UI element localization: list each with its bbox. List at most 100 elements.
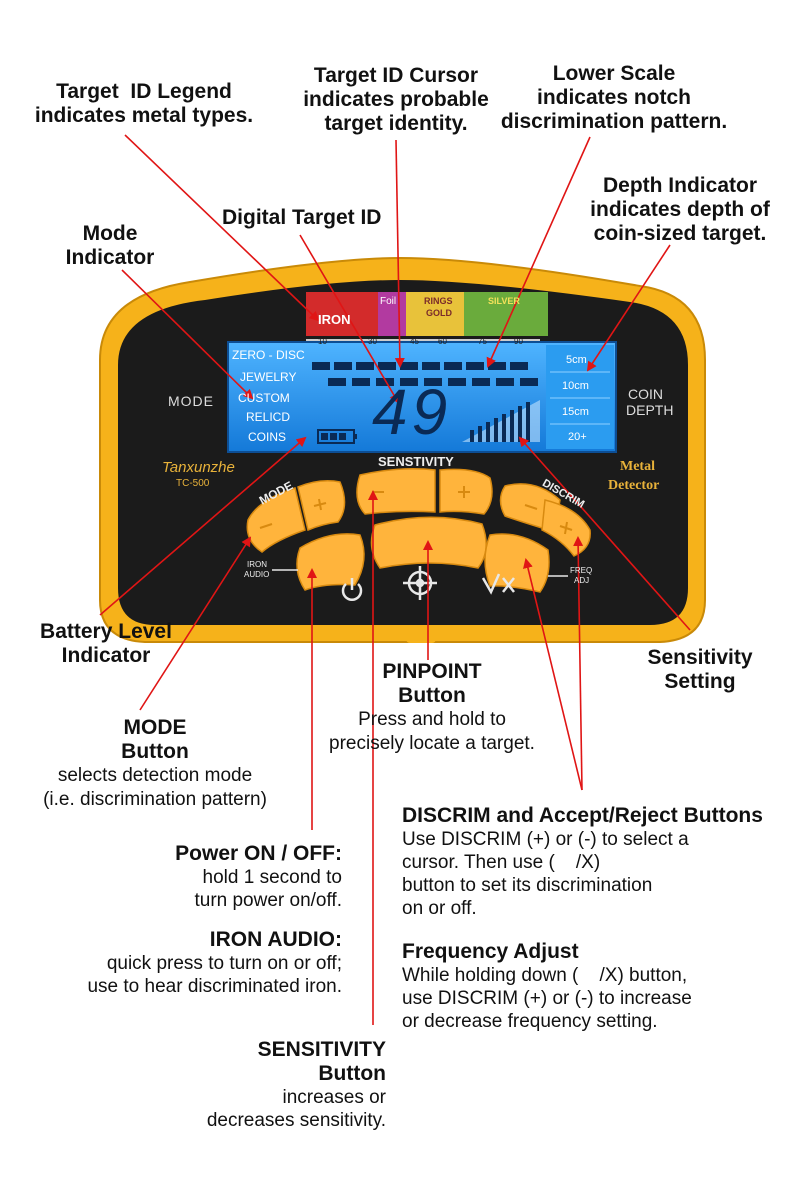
mode-plus-button bbox=[297, 480, 346, 532]
pinpoint-line2: Button bbox=[398, 684, 466, 707]
target-id-cursor-line2: indicates probable bbox=[303, 88, 489, 111]
target-id-cursor-segments bbox=[312, 362, 538, 386]
legend-gold-zone bbox=[406, 292, 464, 336]
legend-foil-zone bbox=[378, 292, 406, 336]
discrim-line4: button to set its discrimination bbox=[402, 875, 653, 896]
battery-level-line1: Battery Level bbox=[40, 620, 172, 643]
depth-10cm: 10cm bbox=[562, 380, 589, 392]
discrim-title: DISCRIM and Accept/Reject Buttons bbox=[402, 804, 763, 827]
mode-indicator-line2: Indicator bbox=[65, 246, 155, 269]
mode-button-line3: selects detection mode bbox=[57, 765, 253, 786]
lcd-mode-item: CUSTOM bbox=[238, 391, 290, 405]
discrim-line5: on or off. bbox=[402, 898, 477, 919]
coin-label: COIN bbox=[628, 386, 663, 402]
pinpoint-line1: PINPOINT bbox=[382, 660, 482, 683]
product-label-1: Metal bbox=[620, 459, 655, 474]
sensitivity-button-line2: Button bbox=[318, 1062, 386, 1085]
battery-level-line2: Indicator bbox=[61, 644, 151, 667]
freq-label-1: FREQ bbox=[570, 566, 593, 575]
scale-tick: 90 bbox=[514, 337, 523, 346]
iron-audio-line3: use to hear discriminated iron. bbox=[87, 976, 342, 997]
power-line3: turn power on/off. bbox=[194, 890, 342, 911]
depth-15cm: 15cm bbox=[562, 406, 589, 418]
frequency-line2: While holding down ( /X) button, bbox=[402, 965, 688, 986]
arrow-sensitivity-setting bbox=[518, 436, 691, 631]
lower-scale-line2: indicates notch bbox=[536, 86, 692, 109]
frequency-title: Frequency Adjust bbox=[402, 940, 579, 963]
arrow-depth-indicator bbox=[586, 244, 671, 372]
arrow-target-id-legend bbox=[124, 134, 320, 322]
iron-audio-line2: quick press to turn on or off; bbox=[106, 953, 342, 974]
pinpoint-icon bbox=[403, 566, 437, 600]
legend-silver-label: SILVER bbox=[488, 296, 520, 306]
brand-label: Tanxunzhe bbox=[162, 459, 235, 476]
sensitivity-setting-line1: Sensitivity bbox=[647, 646, 753, 669]
power-line2: hold 1 second to bbox=[202, 867, 342, 888]
lcd-mode-item: RELICD bbox=[246, 410, 291, 424]
target-id-legend-title: Target ID Legend bbox=[56, 80, 232, 103]
depth-20plus: 20+ bbox=[568, 431, 587, 443]
target-id-cursor-title: Target ID Cursor bbox=[313, 64, 479, 87]
power-title: Power ON / OFF: bbox=[175, 842, 342, 865]
model-label: TC-500 bbox=[176, 478, 210, 489]
target-id-legend-body: indicates metal types. bbox=[34, 104, 254, 127]
callout-arrows bbox=[99, 134, 691, 1025]
arrow-mode-indicator bbox=[121, 269, 254, 400]
sensitivity-button-line4: decreases sensitivity. bbox=[206, 1110, 386, 1131]
mode-button-line4: (i.e. discrimination pattern) bbox=[43, 789, 267, 810]
battery-icon bbox=[317, 429, 357, 444]
legend-iron-label: IRON bbox=[318, 312, 351, 327]
sensitivity-setting-line2: Setting bbox=[664, 670, 736, 693]
scale-tick: 10 bbox=[318, 337, 327, 346]
arrow-battery-level bbox=[99, 436, 307, 616]
depth-indicator-line2: indicates depth of bbox=[590, 198, 770, 221]
mode-button-line2: Button bbox=[121, 740, 189, 763]
scale-tick: 45 bbox=[410, 337, 419, 346]
mode-panel-label: MODE bbox=[168, 393, 214, 409]
legend-foil-label: Foil bbox=[380, 296, 397, 307]
depth-5cm: 5cm bbox=[566, 354, 587, 366]
depth-label: DEPTH bbox=[626, 402, 674, 418]
sensitivity-button-line3: increases or bbox=[282, 1087, 387, 1108]
lcd-mode-item: JEWELRY bbox=[240, 370, 297, 384]
lcd-digital-id: 49 bbox=[372, 376, 452, 448]
arrow-mode-button bbox=[139, 536, 252, 711]
arrow-discrim-2 bbox=[573, 536, 584, 791]
sensitivity-button-line1: SENSITIVITY bbox=[257, 1038, 386, 1061]
lower-scale-title: Lower Scale bbox=[552, 62, 676, 85]
button-glyphs bbox=[259, 486, 573, 535]
mode-indicator-line1: Mode bbox=[82, 222, 138, 245]
pinpoint-button bbox=[370, 516, 487, 569]
legend-gold-label: GOLD bbox=[426, 308, 452, 318]
iron-audio-title: IRON AUDIO: bbox=[209, 928, 342, 951]
frequency-line4: or decrease frequency setting. bbox=[402, 1011, 658, 1032]
depth-scale-panel bbox=[546, 345, 614, 449]
discrim-line2: Use DISCRIM (+) or (-) to select a bbox=[402, 829, 689, 850]
product-label-2: Detector bbox=[608, 478, 660, 493]
legend-rings-label: RINGS bbox=[424, 296, 453, 306]
depth-indicator-line3: coin-sized target. bbox=[593, 222, 767, 245]
frequency-line3: use DISCRIM (+) or (-) to increase bbox=[402, 988, 692, 1009]
iron-audio-label-2: AUDIO bbox=[244, 570, 270, 579]
scale-tick: 60 bbox=[438, 337, 447, 346]
scale-tick: 30 bbox=[368, 337, 377, 346]
sensitivity-minus-button bbox=[356, 468, 436, 515]
sensitivity-panel-label: SENSTIVITY bbox=[378, 454, 454, 469]
sensitivity-bars bbox=[470, 402, 530, 442]
arrow-target-id-cursor bbox=[394, 139, 405, 368]
speaker-x-icon bbox=[481, 573, 515, 595]
power-icon bbox=[341, 578, 363, 601]
discrim-line3: cursor. Then use ( /X) bbox=[402, 852, 601, 873]
pinpoint-line3: Press and hold to bbox=[358, 709, 506, 730]
lower-scale-line3: discrimination pattern. bbox=[500, 110, 728, 133]
arrow-discrim-1 bbox=[523, 558, 583, 791]
device-stem bbox=[406, 625, 436, 643]
legend-silver-zone bbox=[464, 292, 548, 336]
legend-scale-ticks: 10 30 45 60 75 90 bbox=[318, 337, 538, 347]
arrow-lower-scale bbox=[486, 136, 591, 368]
lcd-mode-item: COINS bbox=[248, 430, 287, 444]
accept-reject-button bbox=[484, 533, 550, 593]
iron-audio-label-1: IRON bbox=[247, 560, 267, 569]
freq-label-2: ADJ bbox=[574, 576, 590, 585]
